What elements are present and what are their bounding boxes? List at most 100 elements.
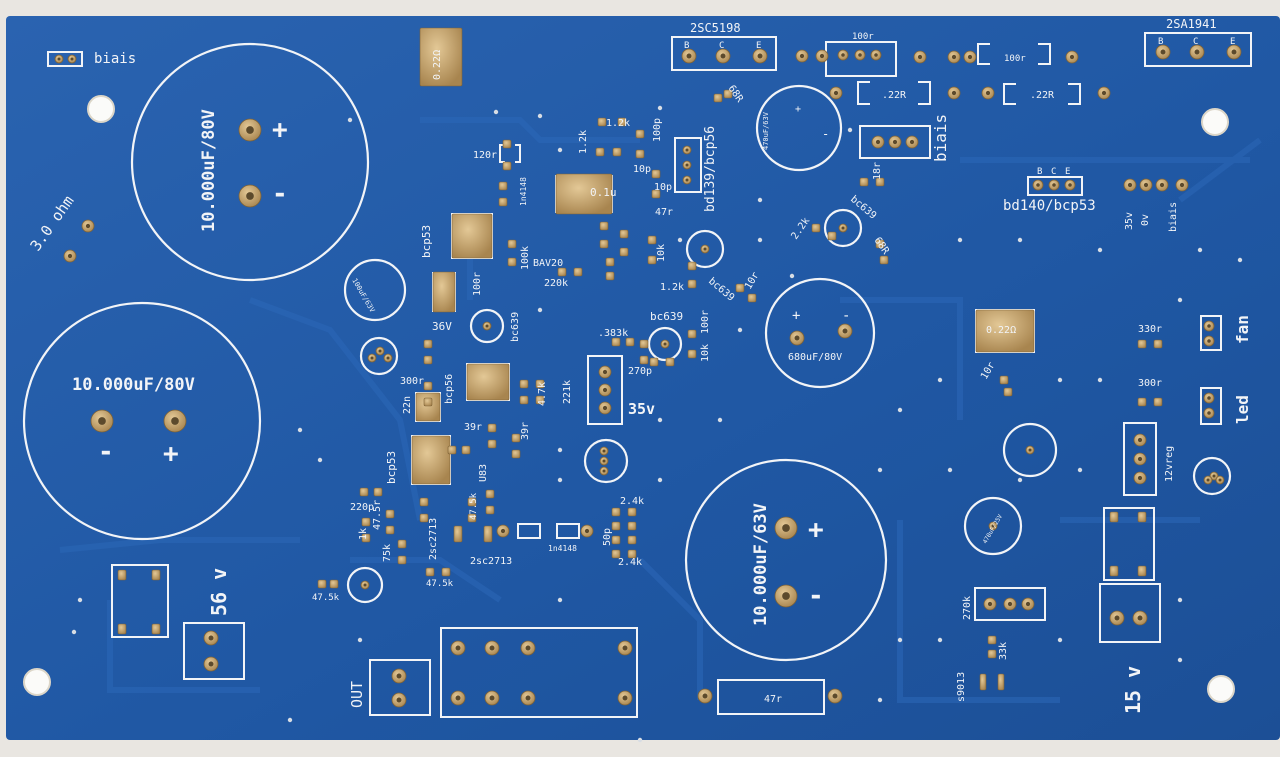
label-minus-680: - (842, 308, 850, 324)
via (957, 237, 963, 243)
pad-drill (1143, 182, 1149, 188)
label-fan: fan (1233, 315, 1252, 344)
label-cap-top-left: 10.000uF/80V (199, 109, 219, 232)
label-1-2k-a: 1.2k (606, 118, 630, 129)
smd-pad (611, 549, 621, 559)
pad-drill (917, 54, 923, 60)
label-12vreg: 12vreg (1164, 446, 1175, 482)
smd-pad (453, 525, 463, 543)
pad-drill (1212, 474, 1216, 478)
via (897, 407, 903, 413)
pad-drill (1207, 396, 1211, 400)
pad-drill (171, 417, 179, 425)
smd-pad (411, 435, 451, 485)
via (1097, 377, 1103, 383)
pad-drill (1137, 615, 1143, 621)
via (677, 237, 683, 243)
smd-pad (361, 517, 371, 527)
pad-drill (1160, 49, 1166, 55)
pad-drill (363, 583, 367, 587)
via (877, 697, 883, 703)
smd-pad (975, 309, 1035, 353)
smd-pad (447, 445, 457, 455)
label-383k: .383k (598, 328, 628, 339)
label-300r-b: 300r (400, 376, 424, 387)
label-c-1: C (719, 41, 724, 51)
pad-drill (685, 163, 689, 167)
pad-drill (622, 695, 628, 701)
smd-pad (385, 509, 395, 519)
pad-drill (1137, 456, 1143, 462)
label-cap470: 470uF/63V (762, 111, 770, 150)
smd-pad (811, 223, 821, 233)
via (1237, 257, 1243, 263)
pad-drill (951, 54, 957, 60)
label-bcp53-a: bcp53 (420, 225, 433, 258)
hidden-traces (59, 117, 1262, 703)
label-led: led (1233, 395, 1252, 424)
smd-pad (859, 177, 869, 187)
label-e-1: E (756, 41, 761, 51)
via (1177, 597, 1183, 603)
label-100r-c: 100r (472, 272, 483, 296)
via (757, 197, 763, 203)
label-bd140: bd140/bcp53 (1003, 198, 1096, 214)
pad-drill (67, 253, 73, 259)
label-4-7k: 4.7k (537, 382, 548, 406)
pad-drill (1218, 478, 1222, 482)
pad-drill (685, 148, 689, 152)
pad-drill (1028, 448, 1032, 452)
label-s9013: s9013 (956, 672, 967, 702)
smd-pad (502, 139, 512, 149)
smd-pad (635, 149, 645, 159)
via (557, 147, 563, 153)
pad-drill (208, 661, 214, 667)
label-50p: 50p (602, 528, 613, 546)
pad-drill (987, 601, 993, 607)
board-substrate (6, 16, 1280, 740)
label-33k: 33k (998, 642, 1009, 660)
pad-drill (991, 524, 995, 528)
resistor-brackets (499, 43, 1081, 163)
smd-pad (651, 169, 661, 179)
label-bc639-c: bc639 (510, 312, 521, 342)
label-47-5r: 47.5r (372, 500, 383, 530)
smd-pad (627, 535, 637, 545)
smd-pad (385, 525, 395, 535)
label-18r: 18r (872, 162, 883, 180)
smd-pad (599, 221, 609, 231)
capacitor-outlines (22, 42, 1232, 662)
smd-pad (687, 349, 697, 359)
via (557, 477, 563, 483)
smd-pad (979, 673, 987, 691)
label-minus-2: - (98, 437, 114, 467)
smd-pad (397, 555, 407, 565)
pad-drill (967, 54, 973, 60)
smd-pad (117, 623, 127, 635)
smd-pad (511, 449, 521, 459)
pad-drill (1194, 49, 1200, 55)
pad-drill (386, 356, 390, 360)
smd-pad (329, 579, 339, 589)
label-2sa1941: 2SA1941 (1166, 17, 1217, 31)
pad-drill (794, 335, 800, 341)
smd-pad (117, 569, 127, 581)
smd-pad (466, 363, 510, 401)
pad-drill (703, 247, 707, 251)
smd-pad (507, 257, 517, 267)
pad-drill (1025, 601, 1031, 607)
smd-pad (419, 513, 429, 523)
label-1n4148-a: 1n4148 (519, 177, 528, 206)
label-0v: 0v (1140, 214, 1151, 226)
pad-drill (1206, 478, 1210, 482)
label-22r-b: .22R (1030, 90, 1055, 101)
smd-pad (687, 329, 697, 339)
via (1077, 467, 1083, 473)
label-plus-3: + (808, 515, 824, 545)
pad-drill (602, 459, 606, 463)
smd-pad (627, 507, 637, 517)
smd-pad (605, 271, 615, 281)
label-221k: 221k (562, 380, 573, 404)
label-plus-1: + (272, 115, 288, 145)
smd-pad (485, 489, 495, 499)
